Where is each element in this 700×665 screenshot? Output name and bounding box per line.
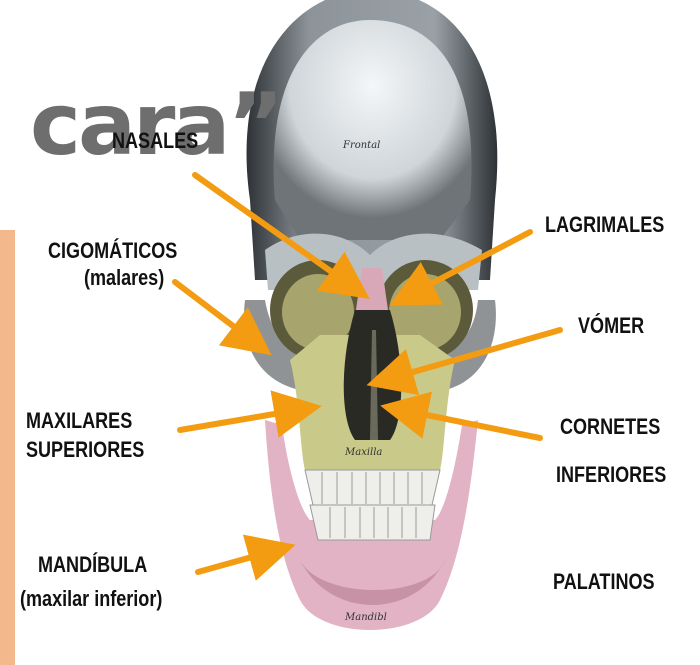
label-palatinos: PALATINOS — [553, 569, 655, 595]
label-cornetes-sub: INFERIORES — [556, 462, 666, 488]
label-maxilares-sub: SUPERIORES — [26, 437, 144, 463]
label-vomer: VÓMER — [578, 313, 644, 339]
page-title: cara” — [30, 75, 281, 175]
frontal-tag: Frontal — [342, 140, 380, 151]
label-mandibula-sub: (maxilar inferior) — [20, 586, 162, 612]
label-cigomaticos-sub: (malares) — [84, 265, 164, 291]
label-maxilares: MAXILARES — [26, 408, 132, 434]
label-mandibula: MANDÍBULA — [38, 552, 147, 578]
label-cigomaticos: CIGOMÁTICOS — [48, 238, 177, 264]
label-nasales: NASALES — [112, 128, 198, 154]
label-cornetes: CORNETES — [560, 414, 660, 440]
arrow-maxilares — [180, 408, 310, 430]
maxilla-tag: Maxilla — [344, 447, 382, 458]
upper-teeth — [305, 470, 440, 505]
mandible-tag: Mandibl — [344, 612, 387, 623]
label-lagrimales: LAGRIMALES — [545, 212, 664, 238]
arrow-mandibula — [198, 548, 284, 572]
